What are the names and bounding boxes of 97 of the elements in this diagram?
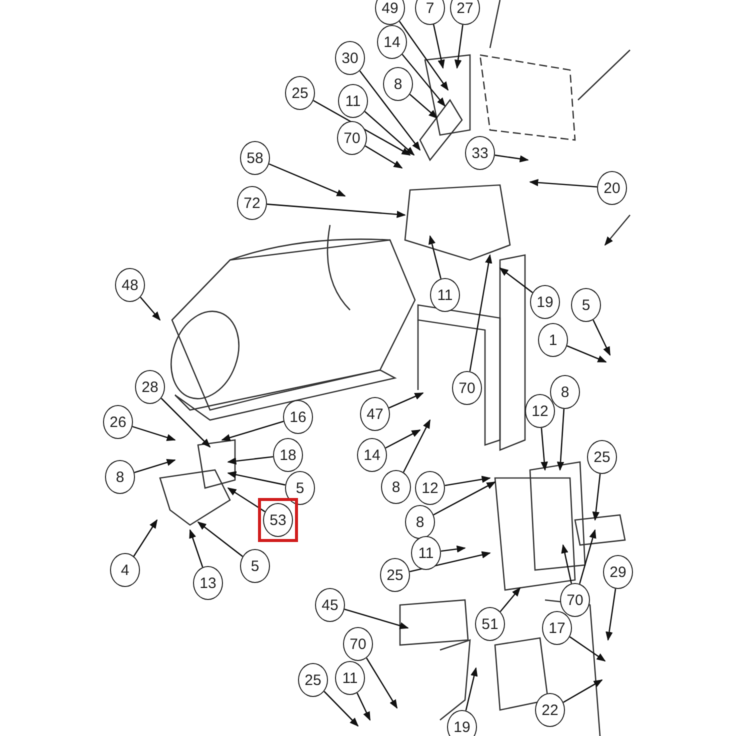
callout-number: 25: [298, 663, 328, 697]
leader-line: [428, 235, 442, 279]
leader-line: [324, 690, 359, 727]
callout-number: 19: [447, 710, 477, 736]
leader-line: [529, 178, 598, 188]
leader-line: [402, 419, 431, 473]
callout-number: 28: [135, 370, 165, 404]
callout-number: 53: [263, 503, 293, 537]
leader-line: [561, 544, 572, 584]
leader-line: [563, 679, 603, 703]
leader-line: [433, 481, 496, 516]
leader-line: [569, 636, 606, 662]
leader-line: [344, 608, 409, 630]
callout-number: 7: [415, 0, 445, 25]
leader-line: [356, 692, 371, 721]
leader-line: [409, 94, 438, 119]
callout-number: 17: [542, 611, 572, 645]
leader-line: [132, 426, 176, 441]
leader-line: [556, 408, 565, 471]
leader-line: [494, 154, 529, 162]
callout-number: 18: [273, 438, 303, 472]
leader-line: [189, 529, 204, 568]
callout-number: 5: [240, 549, 270, 583]
leader-line: [398, 20, 449, 91]
leader-line: [227, 487, 266, 512]
callout-number: 12: [525, 394, 555, 428]
leader-line: [366, 658, 398, 709]
callout-number: 4: [110, 553, 140, 587]
callout-number: 14: [377, 25, 407, 59]
leader-line: [221, 420, 284, 442]
callout-number: 45: [315, 588, 345, 622]
leader-line: [606, 588, 616, 641]
callout-number: 22: [535, 693, 565, 727]
leader-line: [134, 458, 176, 474]
leader-line: [454, 24, 464, 69]
callout-number: 8: [405, 505, 435, 539]
leader-line: [364, 145, 403, 169]
leader-line: [499, 267, 533, 294]
callout-number: 25: [285, 76, 315, 110]
callout-number: 12: [415, 471, 445, 505]
callout-number: 5: [285, 471, 315, 505]
leader-line: [592, 474, 601, 521]
callout-number: 27: [450, 0, 480, 25]
callout-number: 47: [360, 397, 390, 431]
leader-line: [592, 320, 611, 356]
leader-line: [579, 529, 596, 584]
callout-number: 8: [550, 375, 580, 409]
leader-line: [160, 398, 211, 448]
callout-number: 49: [375, 0, 405, 25]
leader-line: [364, 110, 415, 156]
leader-line: [388, 392, 424, 408]
callout-number: 19: [530, 285, 560, 319]
leader-line: [140, 296, 161, 321]
leader-line: [566, 345, 607, 363]
callout-number: 14: [357, 438, 387, 472]
leader-line: [540, 428, 548, 471]
callout-number: 48: [115, 268, 145, 302]
leader-line: [133, 519, 158, 557]
callout-number: 20: [597, 171, 627, 205]
leader-line: [465, 667, 478, 711]
callout-number: 70: [343, 627, 373, 661]
callout-number: 13: [193, 566, 223, 600]
callout-number: 26: [103, 405, 133, 439]
callout-number: 25: [380, 558, 410, 592]
callout-number: 70: [560, 583, 590, 617]
leader-line: [268, 163, 346, 197]
callout-number: 70: [337, 121, 367, 155]
leader-line: [402, 54, 446, 107]
callout-number: 11: [430, 278, 460, 312]
callout-number: 11: [411, 536, 441, 570]
callout-number: 8: [105, 460, 135, 494]
callout-number: 30: [335, 41, 365, 75]
callout-number: 72: [237, 186, 267, 220]
leader-line: [500, 587, 521, 612]
leader-line: [197, 521, 243, 557]
callout-number: 5: [571, 288, 601, 322]
callout-number: 51: [475, 607, 505, 641]
callout-number: 25: [587, 440, 617, 474]
leader-line: [432, 24, 445, 69]
callout-number: 8: [383, 67, 413, 101]
leader-line: [359, 70, 421, 151]
callout-number: 8: [381, 470, 411, 504]
leader-line: [266, 204, 406, 218]
leader-line: [469, 254, 492, 372]
leader-line: [385, 429, 421, 448]
callout-number: 58: [240, 141, 270, 175]
callout-number: 1: [538, 323, 568, 357]
callout-number: 29: [603, 555, 633, 589]
callout-number: 16: [283, 400, 313, 434]
callout-number: 11: [335, 661, 365, 695]
callout-number: 33: [465, 136, 495, 170]
leader-line: [440, 545, 466, 553]
callout-number: 11: [338, 84, 368, 118]
callout-number: 70: [452, 371, 482, 405]
leader-line: [227, 456, 274, 465]
leader-line: [227, 471, 286, 486]
leader-line: [444, 476, 491, 486]
